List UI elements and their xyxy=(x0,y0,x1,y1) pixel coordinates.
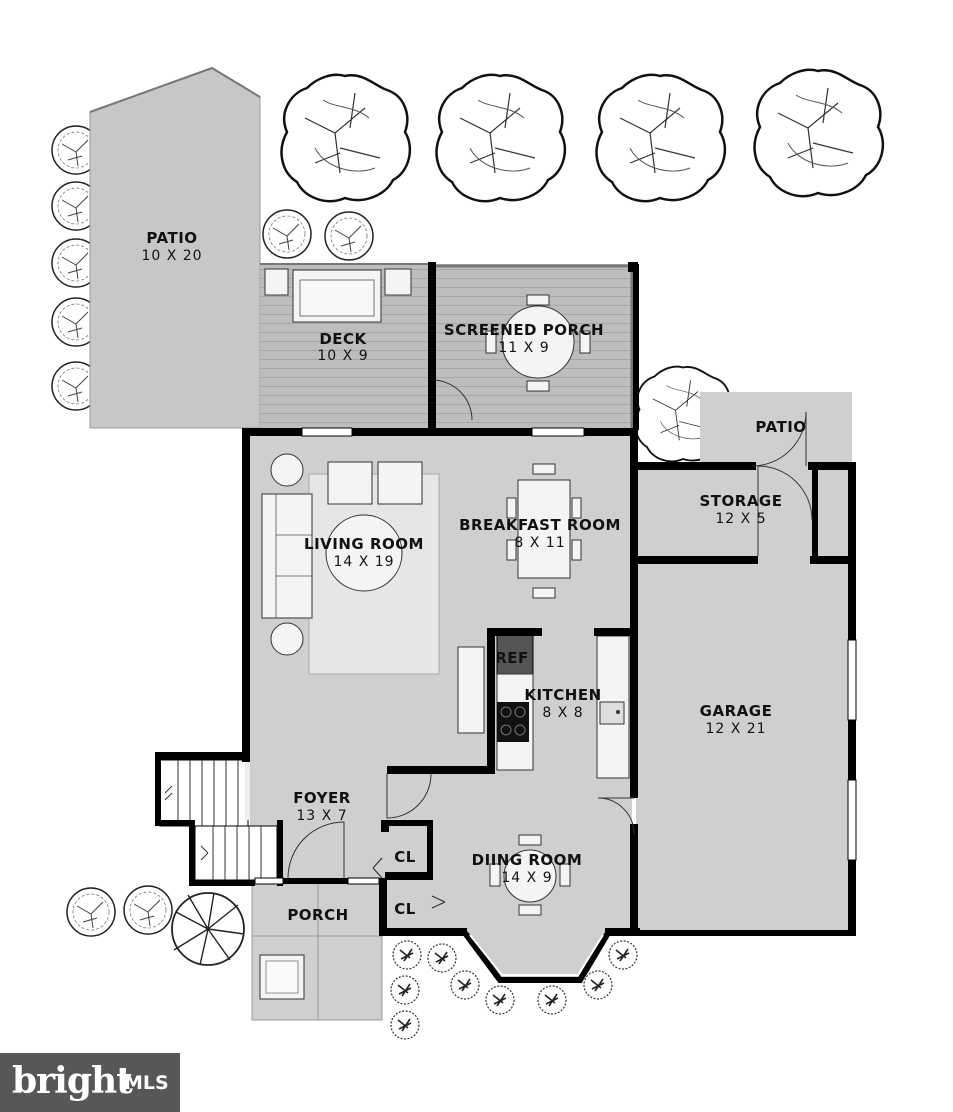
patio-left-label: PATIO xyxy=(146,229,197,247)
kitchen-dim: 8 X 8 xyxy=(542,705,583,721)
porch-table xyxy=(485,294,591,392)
living-room-label: LIVING ROOM xyxy=(304,535,424,553)
room-labels: PATIO 10 X 20 DECK 10 X 9 SCREENED PORCH… xyxy=(141,229,806,924)
garage-floor xyxy=(636,466,852,932)
palm-tree-icon xyxy=(171,892,245,966)
sofa-icon xyxy=(261,493,313,619)
refrigerator-icon xyxy=(496,633,534,675)
breakfast-room-label: BREAKFAST ROOM xyxy=(459,516,621,534)
refrigerator-label: REF xyxy=(495,649,529,667)
windows xyxy=(245,427,857,885)
breakfast-table xyxy=(506,463,582,599)
watermark-background xyxy=(0,1053,180,1112)
armchair-icon xyxy=(327,461,373,505)
door-swings xyxy=(287,411,813,909)
coffee-table-icon xyxy=(325,514,403,592)
armchair-icon xyxy=(377,461,423,505)
dining-room-dim: 14 X 9 xyxy=(501,870,552,886)
patio-right-area xyxy=(700,392,852,466)
living-room-furniture xyxy=(261,453,485,734)
tree-icon xyxy=(595,73,727,203)
dining-room-label: DIING ROOM xyxy=(472,851,583,869)
tree-icon xyxy=(280,73,412,203)
stove-icon xyxy=(497,702,529,742)
breakfast-room-dim: 8 X 11 xyxy=(514,535,565,551)
deck-furniture xyxy=(264,268,412,323)
foyer-label: FOYER xyxy=(293,789,351,807)
storage-dim: 12 X 5 xyxy=(715,511,766,527)
deck-label: DECK xyxy=(319,330,367,348)
tree-icon xyxy=(324,211,374,261)
tree-icon xyxy=(753,68,885,198)
console-table-icon xyxy=(457,646,485,734)
screened-porch-dim: 11 X 9 xyxy=(498,340,549,356)
closet-2-label: CL xyxy=(394,900,416,918)
garage-dim: 12 X 21 xyxy=(705,721,766,737)
living-room-dim: 14 X 19 xyxy=(333,554,394,570)
watermark-suffix: MLS xyxy=(124,1072,169,1094)
tree-icon xyxy=(262,209,312,259)
kitchen-fixtures xyxy=(496,633,630,779)
tree-icon xyxy=(66,887,116,937)
garage-label: GARAGE xyxy=(700,702,773,720)
storage-label: STORAGE xyxy=(699,492,782,510)
deck-dim: 10 X 9 xyxy=(317,348,368,364)
patio-right-label: PATIO xyxy=(755,418,806,436)
dining-table xyxy=(489,834,571,916)
trees xyxy=(51,68,885,966)
screened-porch-label: SCREENED PORCH xyxy=(444,321,604,339)
closet-1-label: CL xyxy=(394,848,416,866)
sink-icon xyxy=(599,701,625,725)
bay-window xyxy=(462,931,611,983)
watermark-logo: bright xyxy=(12,1060,133,1102)
kitchen-label: KITCHEN xyxy=(524,686,601,704)
tree-icon xyxy=(123,885,173,935)
porch-label: PORCH xyxy=(287,906,348,924)
foyer-dim: 13 X 7 xyxy=(296,808,347,824)
patio-left-dim: 10 X 20 xyxy=(141,248,202,264)
tree-icon xyxy=(435,73,567,203)
